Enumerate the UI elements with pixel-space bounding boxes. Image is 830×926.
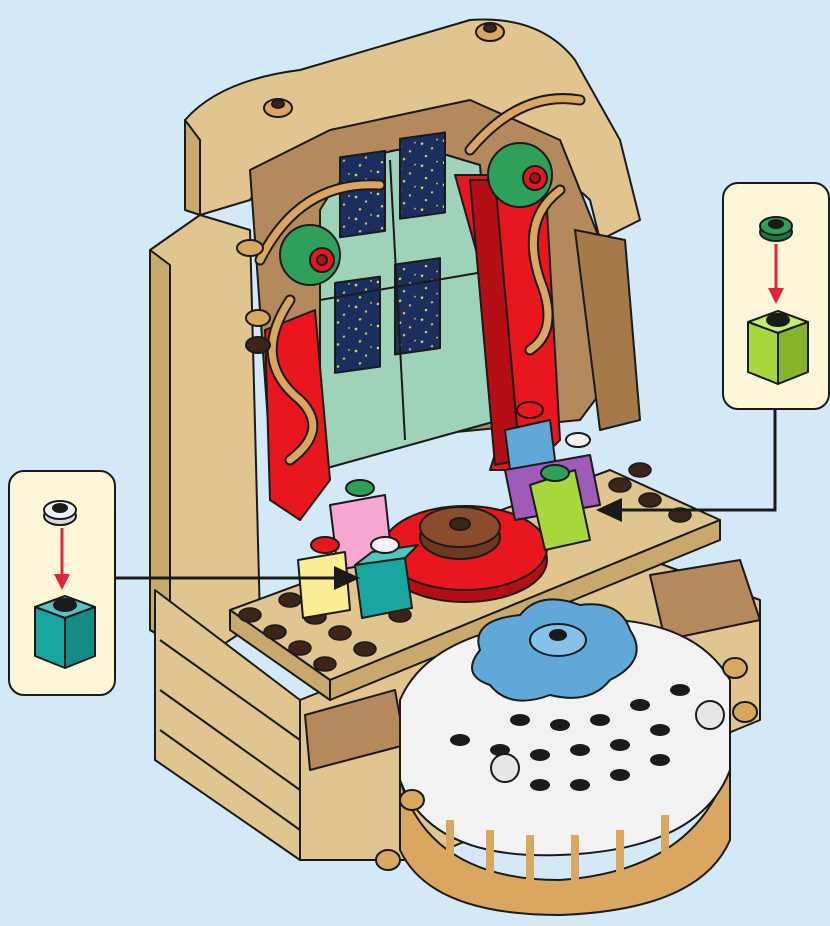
callout-left xyxy=(8,470,116,696)
callout-right xyxy=(722,182,830,410)
down-arrow-icon xyxy=(54,528,70,590)
white-round-plate-icon xyxy=(44,501,76,525)
wreath-right xyxy=(488,143,552,207)
teal-brick-icon xyxy=(35,596,95,668)
wreath-left xyxy=(280,225,340,285)
green-round-plate-icon xyxy=(760,217,792,241)
lime-brick-icon xyxy=(748,311,808,384)
down-arrow-icon xyxy=(768,244,784,304)
